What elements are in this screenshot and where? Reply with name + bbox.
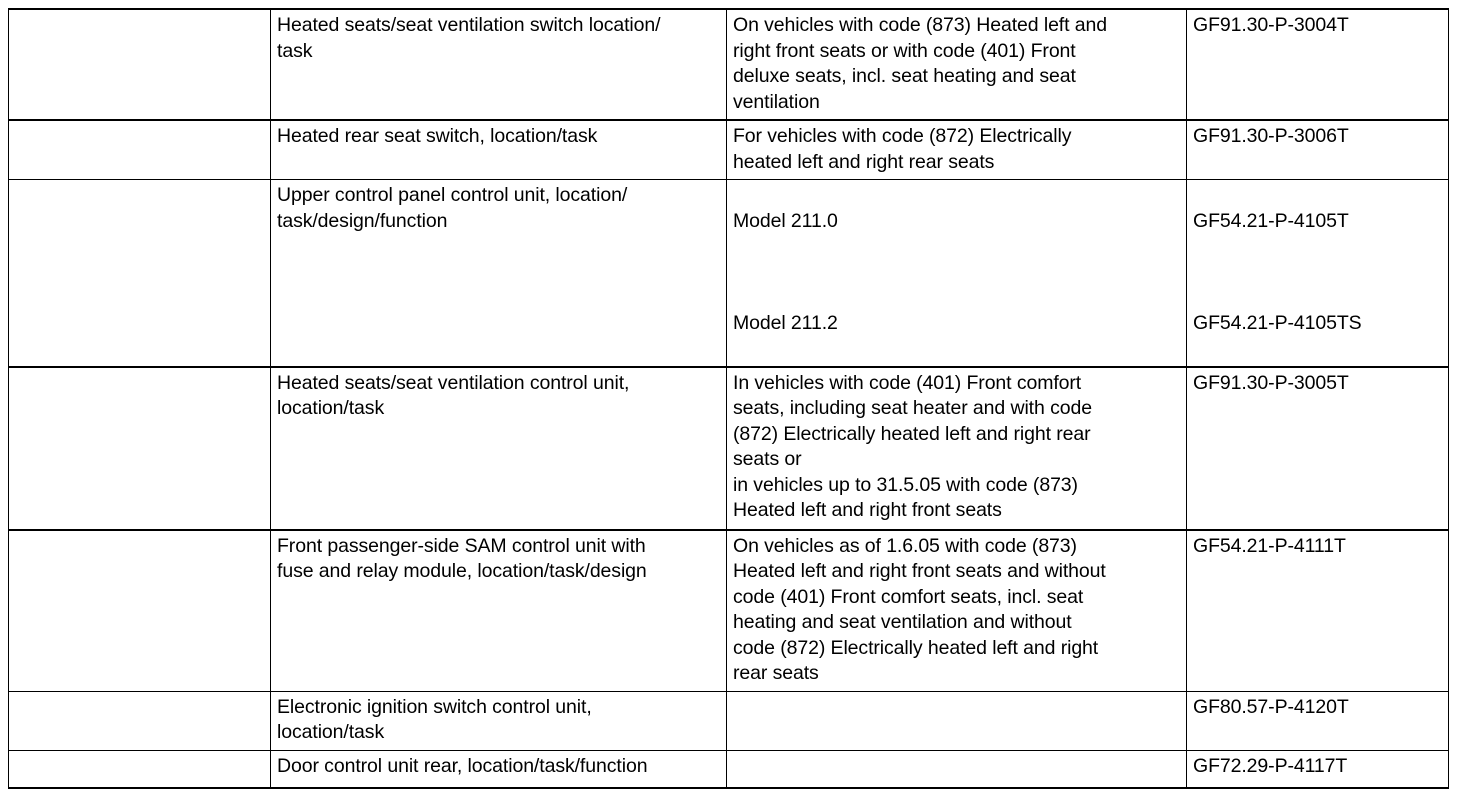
row-4-cell-condition: In vehicles with code (401) Front comfor… [726, 366, 1187, 531]
row-6-cell-topic: Electronic ignition switch control unit,… [270, 690, 727, 751]
row-3-docref-first: GF54.21-P-4105T [1193, 209, 1349, 232]
row-5-cell-empty [8, 529, 271, 692]
row-3-cell-condition: Model 211.0 Model 211.2 [726, 179, 1187, 368]
row-5-cell-condition: On vehicles as of 1.6.05 with code (873)… [726, 529, 1187, 692]
row-2-cell-docref: GF91.30-P-3006T [1186, 119, 1449, 180]
row-3-spacer [733, 260, 1180, 286]
row-6-cell-condition [726, 690, 1187, 751]
table-row: Door control unit rear, location/task/fu… [8, 749, 1449, 789]
row-3-cell-empty [8, 179, 271, 368]
row-2-cell-empty [8, 119, 271, 180]
table-row: Heated seats/seat ventilation control un… [8, 366, 1449, 531]
table-row: Heated seats/seat ventilation switch loc… [8, 8, 1449, 121]
row-3-docref-second: GF54.21-P-4105TS [1193, 311, 1362, 334]
row-3-model-first: Model 211.0 [733, 209, 838, 232]
row-2-cell-topic: Heated rear seat switch, location/task [270, 119, 727, 180]
document-page: Heated seats/seat ventilation switch loc… [8, 8, 1449, 789]
table-body: Heated seats/seat ventilation switch loc… [8, 8, 1449, 789]
table-row: Electronic ignition switch control unit,… [8, 690, 1449, 751]
row-7-cell-condition [726, 749, 1187, 789]
row-2-cell-condition: For vehicles with code (872) Electricall… [726, 119, 1187, 180]
row-5-cell-docref: GF54.21-P-4111T [1186, 529, 1449, 692]
service-reference-table: Heated seats/seat ventilation switch loc… [8, 8, 1449, 789]
row-3-model-second: Model 211.2 [733, 311, 838, 334]
row-7-cell-docref: GF72.29-P-4117T [1186, 749, 1449, 789]
row-6-cell-docref: GF80.57-P-4120T [1186, 690, 1449, 751]
row-1-cell-docref: GF91.30-P-3004T [1186, 8, 1449, 121]
table-row: Upper control panel control unit, locati… [8, 179, 1449, 368]
row-5-cell-topic: Front passenger-side SAM control unit wi… [270, 529, 727, 692]
row-3-cell-topic: Upper control panel control unit, locati… [270, 179, 727, 368]
row-4-cell-topic: Heated seats/seat ventilation control un… [270, 366, 727, 531]
row-3-docref-spacer [1193, 260, 1442, 286]
row-1-cell-empty [8, 8, 271, 121]
table-row: Front passenger-side SAM control unit wi… [8, 529, 1449, 692]
row-4-cell-docref: GF91.30-P-3005T [1186, 366, 1449, 531]
row-7-cell-empty [8, 749, 271, 789]
row-1-cell-condition: On vehicles with code (873) Heated left … [726, 8, 1187, 121]
row-4-cell-empty [8, 366, 271, 531]
row-6-cell-empty [8, 690, 271, 751]
row-3-cell-docref: GF54.21-P-4105T GF54.21-P-4105TS [1186, 179, 1449, 368]
table-row: Heated rear seat switch, location/task F… [8, 119, 1449, 180]
row-1-cell-topic: Heated seats/seat ventilation switch loc… [270, 8, 727, 121]
row-7-cell-topic: Door control unit rear, location/task/fu… [270, 749, 727, 789]
